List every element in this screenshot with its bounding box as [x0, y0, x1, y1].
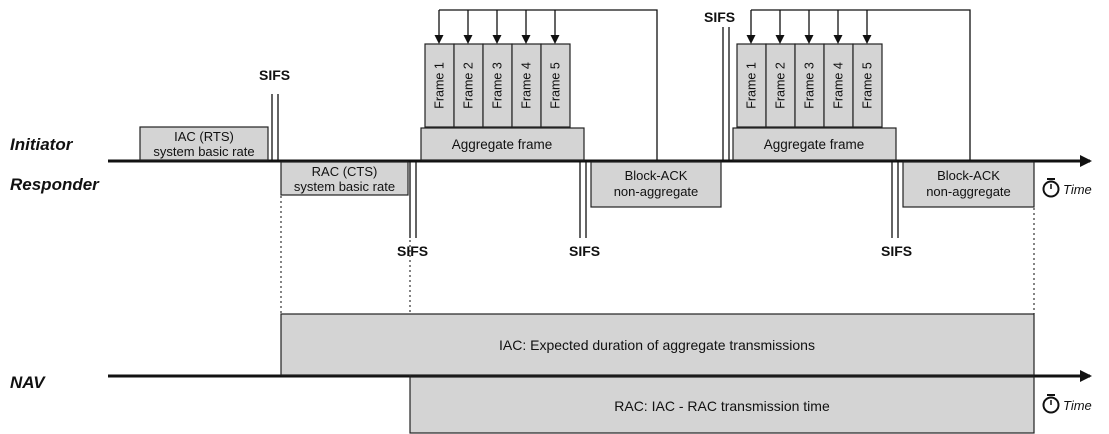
- nav-rac-label: RAC: IAC - RAC transmission time: [614, 398, 830, 414]
- aggregate-frame-box: [420, 127, 585, 161]
- frame-box: [823, 43, 854, 128]
- frame-label: Frame 2: [462, 62, 476, 109]
- stopwatch-icon: [1042, 394, 1060, 414]
- frame-label: Frame 1: [433, 62, 447, 109]
- time-label: Time: [1063, 182, 1092, 197]
- block-ack-label: Block-ACK: [937, 168, 1000, 183]
- feedback-bracket-line: [439, 9, 658, 160]
- iac-rts-box: [139, 126, 269, 161]
- aggregate-frame-box: [732, 127, 897, 161]
- nav-iac-box: [280, 313, 1035, 376]
- rac-cts-label: RAC (CTS): [312, 164, 378, 179]
- frame-label: Frame 4: [832, 62, 846, 109]
- block-ack-type-label: non-aggregate: [614, 184, 699, 199]
- frame-box: [453, 43, 484, 128]
- iac-rts-rate-label: system basic rate: [153, 144, 254, 159]
- sifs-label: SIFS: [704, 9, 735, 25]
- sifs-label: SIFS: [397, 243, 428, 259]
- frame-box: [482, 43, 513, 128]
- nav-iac-label: IAC: Expected duration of aggregate tran…: [499, 337, 815, 353]
- frame-label: Frame 2: [774, 62, 788, 109]
- block-ack-box: [590, 161, 722, 208]
- frame-box: [424, 43, 455, 128]
- sifs-label: SIFS: [881, 243, 912, 259]
- aggregate-burst-1: Aggregate frame Frame 1 Frame 2 Frame 3 …: [420, 9, 658, 161]
- iac-rts-label: IAC (RTS): [174, 129, 234, 144]
- frame-box: [540, 43, 571, 128]
- initiator-label: Initiator: [10, 135, 74, 154]
- rac-cts-box: [280, 161, 409, 196]
- block-ack-label: Block-ACK: [625, 168, 688, 183]
- frame-label: Frame 5: [549, 62, 563, 109]
- rac-cts-rate-label: system basic rate: [294, 179, 395, 194]
- frame-label: Frame 5: [861, 62, 875, 109]
- nav-rac-box: [409, 376, 1035, 434]
- aggregate-frame-label: Aggregate frame: [764, 137, 865, 152]
- frame-box: [852, 43, 883, 128]
- nav-label: NAV: [10, 373, 46, 392]
- sifs-label: SIFS: [259, 67, 290, 83]
- stopwatch-icon: [1042, 178, 1060, 198]
- responder-label: Responder: [10, 175, 100, 194]
- frame-box: [794, 43, 825, 128]
- sifs-label: SIFS: [569, 243, 600, 259]
- frame-box: [736, 43, 767, 128]
- frame-label: Frame 3: [803, 62, 817, 109]
- frame-label: Frame 3: [491, 62, 505, 109]
- time-label: Time: [1063, 398, 1092, 413]
- frame-box: [511, 43, 542, 128]
- frame-label: Frame 1: [745, 62, 759, 109]
- aggregate-frame-label: Aggregate frame: [452, 137, 553, 152]
- frame-box: [765, 43, 796, 128]
- frame-label: Frame 4: [520, 62, 534, 109]
- feedback-bracket-line: [751, 9, 971, 160]
- block-ack-box: [902, 161, 1035, 208]
- aggregate-burst-2: Aggregate frame Frame 1 Frame 2 Frame 3 …: [732, 9, 971, 161]
- block-ack-type-label: non-aggregate: [926, 184, 1011, 199]
